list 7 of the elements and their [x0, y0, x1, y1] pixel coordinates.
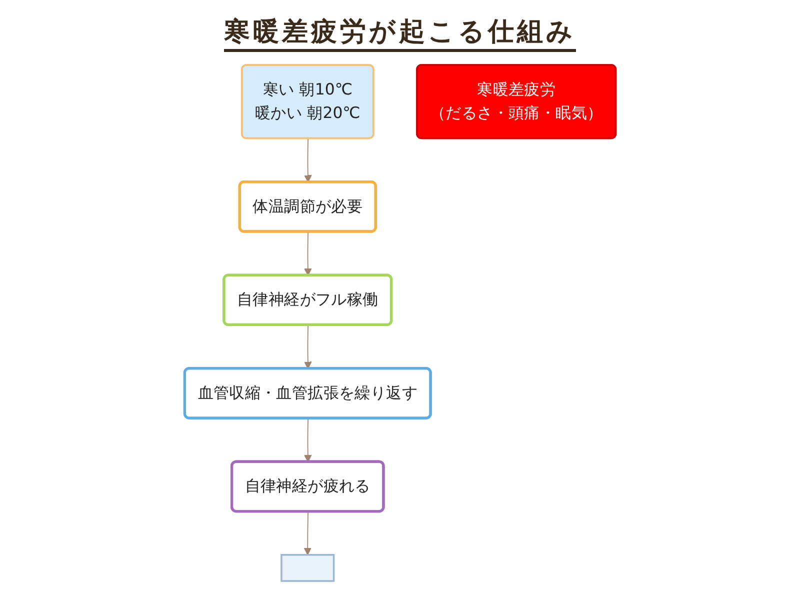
arrow: [304, 231, 312, 276]
arrow: [304, 138, 312, 183]
title: 寒暖差疲労が起こる仕組み: [224, 14, 576, 52]
arrow: [304, 511, 312, 556]
node-box: [280, 554, 334, 582]
arrow: [304, 418, 312, 462]
arrow: [304, 324, 312, 370]
